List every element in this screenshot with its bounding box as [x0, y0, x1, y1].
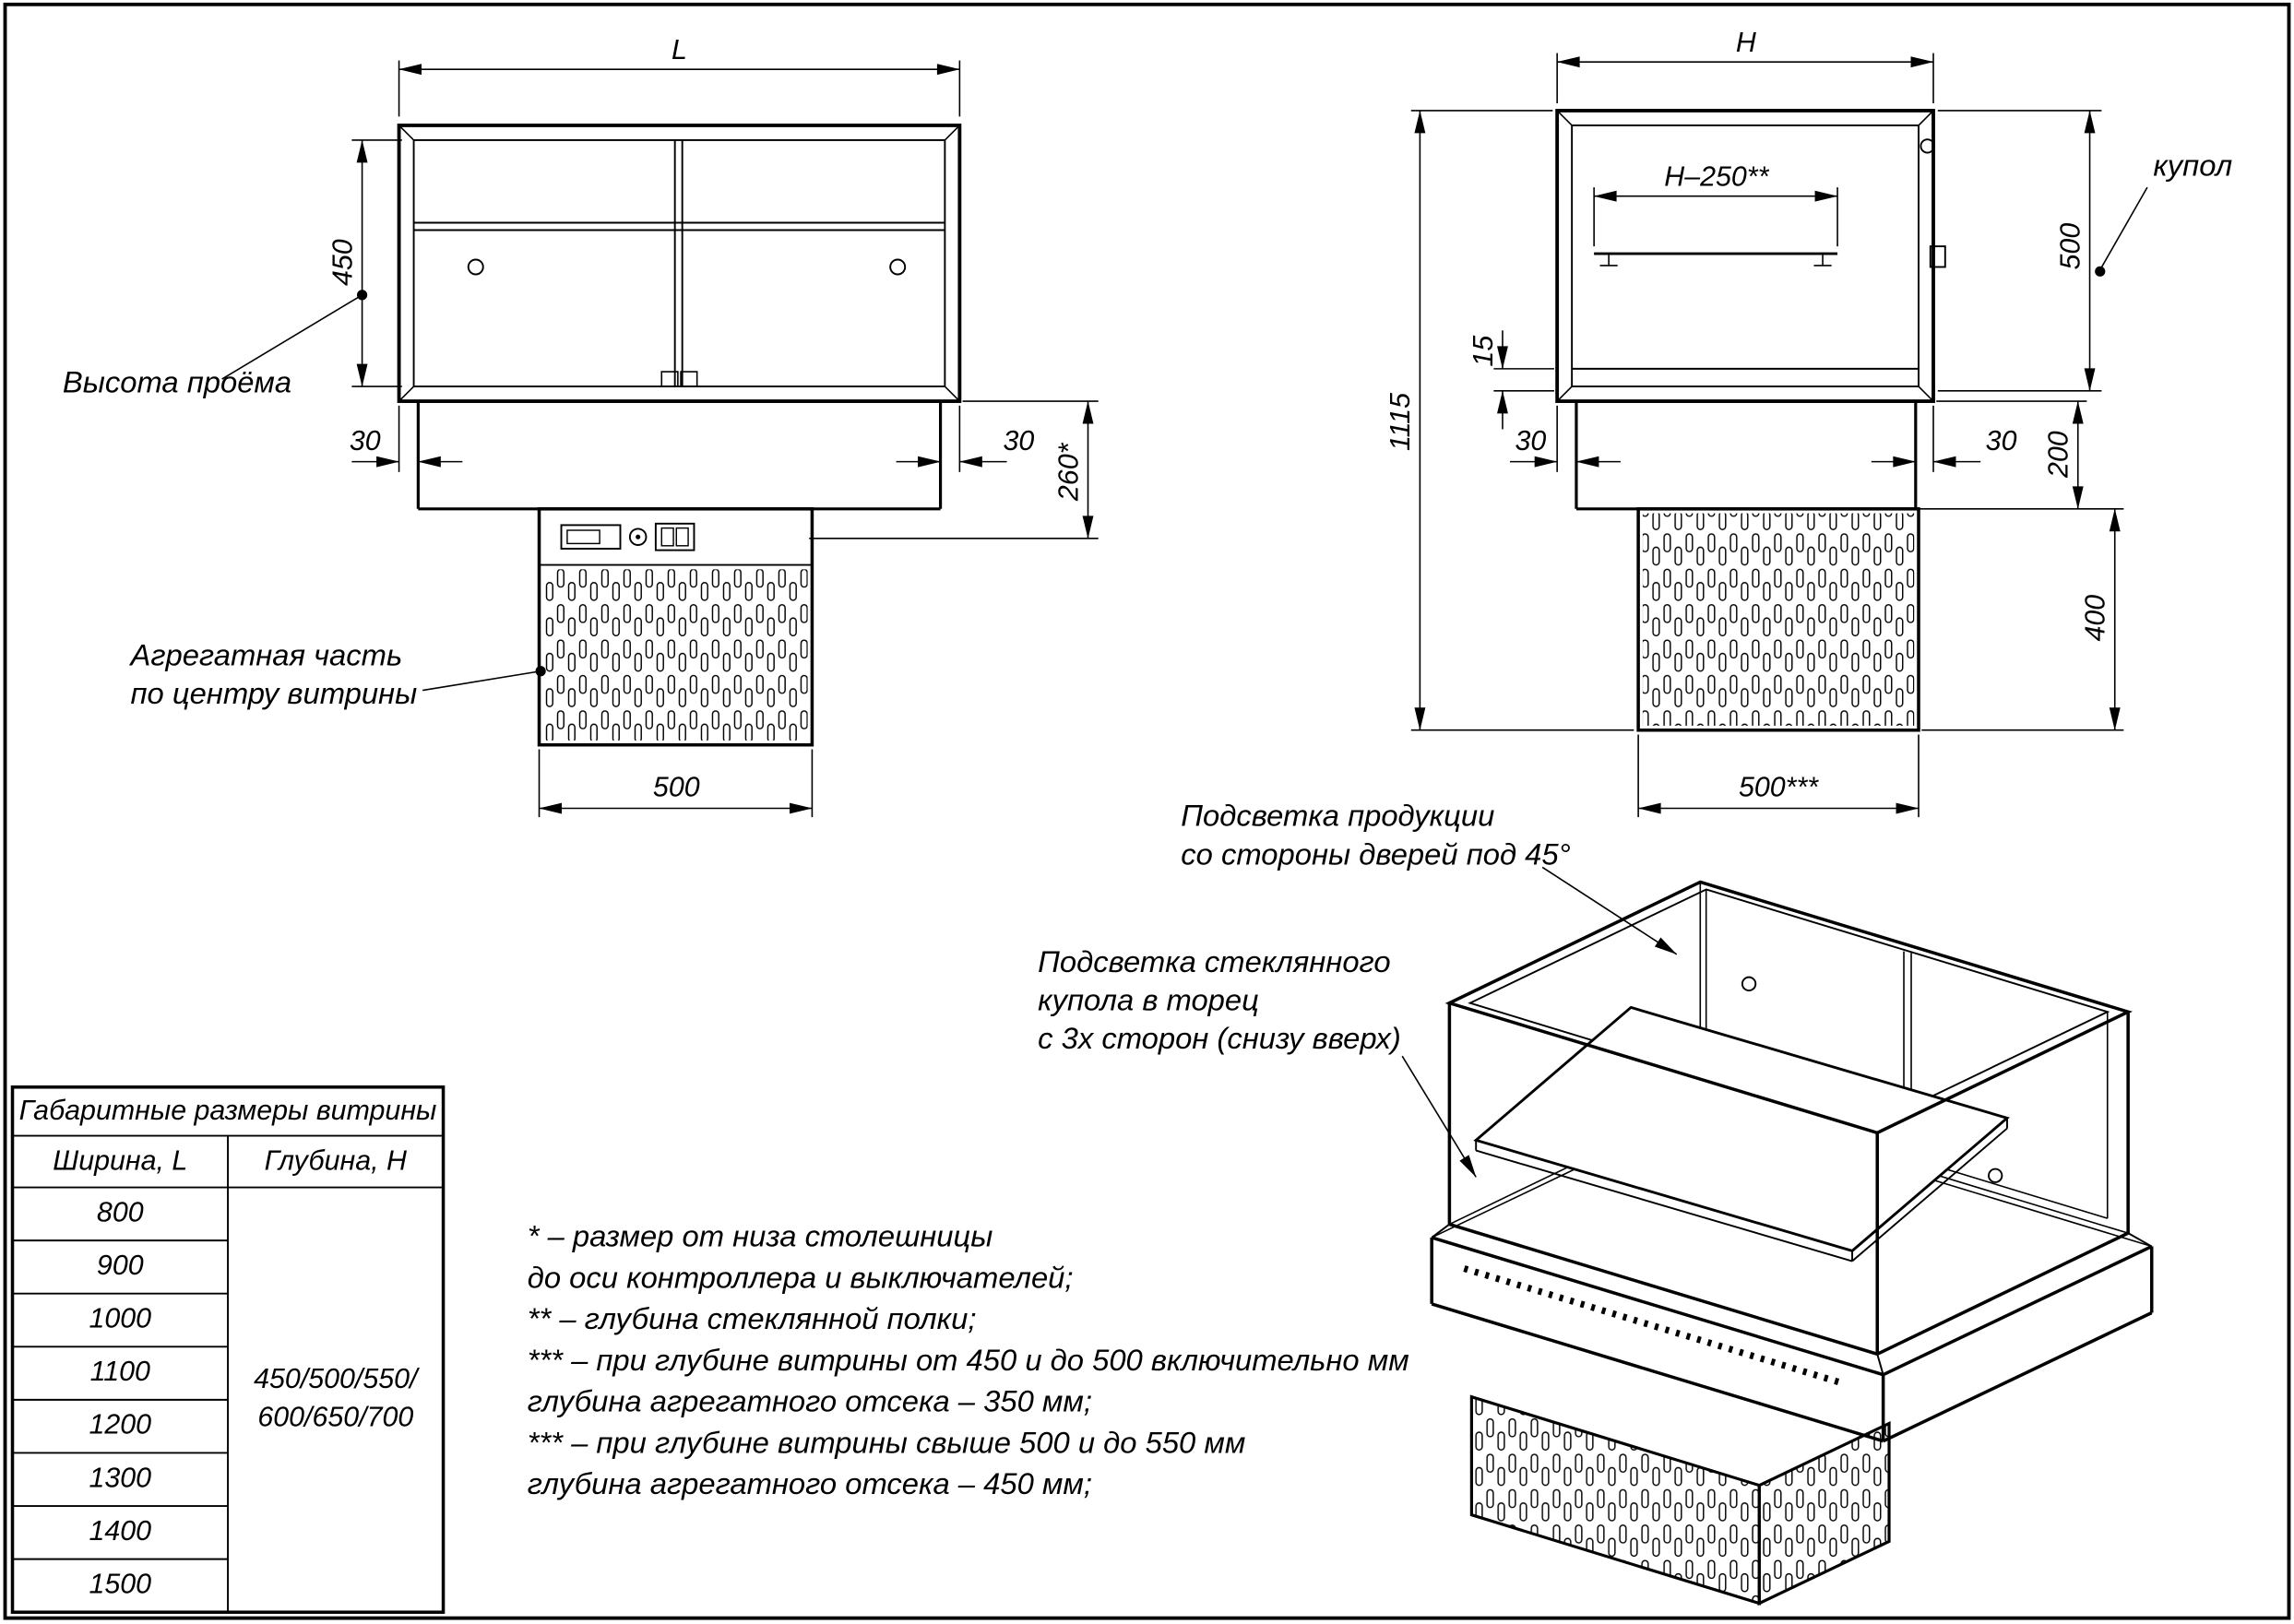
- iso-glass-dome: [1444, 880, 2133, 1356]
- front-vent-grille: [543, 569, 808, 741]
- front-aggregate-unit: [537, 507, 814, 747]
- front-dim-30-left: 30: [350, 425, 381, 456]
- dimensions-table: Габаритные размеры витрины Ширина, L Глу…: [10, 1085, 446, 1614]
- side-label-dome: купол: [2153, 148, 2232, 182]
- side-dim-H: H: [1736, 27, 1756, 58]
- table-width-1: 900: [97, 1250, 144, 1281]
- door-handle-right: [889, 258, 907, 276]
- side-vent-grille: [1642, 513, 1915, 726]
- front-dim-30-right: 30: [1003, 425, 1034, 456]
- controller-button: [628, 528, 648, 546]
- side-dim-H250: H–250**: [1664, 161, 1769, 193]
- iso-label-dome-light-1: Подсветка стеклянного: [1038, 944, 1390, 978]
- front-dim-450: 450: [327, 239, 358, 286]
- note-line-7: глубина агрегатного отсека – 450 мм;: [528, 1466, 1092, 1500]
- note-line-6: *** – при глубине витрины свыше 500 и до…: [528, 1425, 1246, 1459]
- note-line-1: * – размер от низа столешницы: [528, 1219, 993, 1253]
- door-handle-left: [467, 258, 484, 276]
- table-col-width: Ширина, L: [53, 1144, 187, 1176]
- iso-label-door-light-2: со стороны дверей под 45°: [1181, 836, 1570, 871]
- side-dim-30-right: 30: [1986, 425, 2017, 456]
- hinge-pin: [1920, 138, 1935, 154]
- side-dim-1115: 1115: [1385, 393, 1416, 451]
- table-width-3: 1100: [90, 1356, 150, 1387]
- note-line-5: глубина агрегатного отсека – 350 мм;: [528, 1384, 1092, 1418]
- side-dim-15: 15: [1468, 336, 1499, 367]
- side-dim-200: 200: [2043, 431, 2074, 479]
- side-dim-400: 400: [2080, 595, 2111, 642]
- iso-door-handle-2: [1988, 1168, 2003, 1183]
- front-base: [416, 401, 943, 511]
- table-width-2: 1000: [89, 1303, 151, 1334]
- note-line-4: *** – при глубине витрины от 450 и до 50…: [528, 1343, 1409, 1377]
- notes-block: * – размер от низа столешницы до оси кон…: [528, 1219, 1409, 1501]
- side-cabinet: [1555, 109, 1946, 403]
- sheet-frame: [3, 2, 2291, 1620]
- front-dim-L: L: [672, 34, 687, 65]
- front-label-aggregate-2: по центру витрины: [130, 676, 417, 710]
- table-col-depth: Глубина, H: [265, 1144, 407, 1176]
- table-width-6: 1400: [89, 1515, 151, 1547]
- table-depth-1: 450/500/550/: [254, 1363, 421, 1394]
- iso-leaders: [1401, 866, 1678, 1178]
- door-guide: [660, 371, 679, 387]
- iso-label-door-light-1: Подсветка продукции: [1181, 799, 1494, 833]
- power-switch: [654, 522, 695, 551]
- iso-label-dome-light-2: купола в торец: [1038, 983, 1259, 1017]
- table-title: Габаритные размеры витрины: [19, 1095, 437, 1126]
- side-dim-500-dome: 500: [2054, 223, 2086, 270]
- note-line-2: до оси контроллера и выключателей;: [528, 1260, 1074, 1294]
- iso-aggregate-unit: [1469, 1394, 1891, 1606]
- front-label-opening-height: Высота проёма: [63, 364, 291, 398]
- iso-door-handle-1: [1741, 976, 1757, 991]
- side-base: [1575, 401, 1918, 511]
- table-depth-2: 600/650/700: [257, 1402, 413, 1433]
- side-dimensions: [1410, 53, 2148, 818]
- side-dim-30-left: 30: [1515, 425, 1546, 456]
- front-view: L 450 Высота проёма 30 30 260* Агрегатна…: [63, 34, 1099, 818]
- iso-label-dome-light-3: с 3х сторон (снизу вверх): [1038, 1021, 1401, 1055]
- front-dimensions: [221, 60, 1099, 818]
- note-line-3: ** – глубина стеклянной полки;: [528, 1301, 977, 1335]
- iso-view: Подсветка продукции со стороны дверей по…: [1038, 799, 2154, 1606]
- side-dim-500-depth: 500***: [1739, 772, 1819, 803]
- front-cabinet: [397, 124, 962, 403]
- side-aggregate-unit: [1636, 507, 1920, 732]
- side-door-handle: [1929, 245, 1946, 268]
- table-width-4: 1200: [89, 1409, 151, 1440]
- side-view: H H–250** купол 500 15 1115 30 30 200 40…: [1385, 27, 2232, 818]
- front-dim-260: 260*: [1052, 442, 1084, 502]
- table-width-0: 800: [97, 1196, 144, 1227]
- front-label-aggregate-1: Агрегатная часть: [128, 637, 402, 671]
- iso-base: [1430, 1223, 2154, 1443]
- iso-glass-shelf: [1473, 1005, 2010, 1262]
- table-width-5: 1300: [89, 1462, 151, 1493]
- front-dim-500: 500: [653, 772, 700, 803]
- controller-display: [560, 524, 622, 550]
- table-width-7: 1500: [89, 1568, 151, 1599]
